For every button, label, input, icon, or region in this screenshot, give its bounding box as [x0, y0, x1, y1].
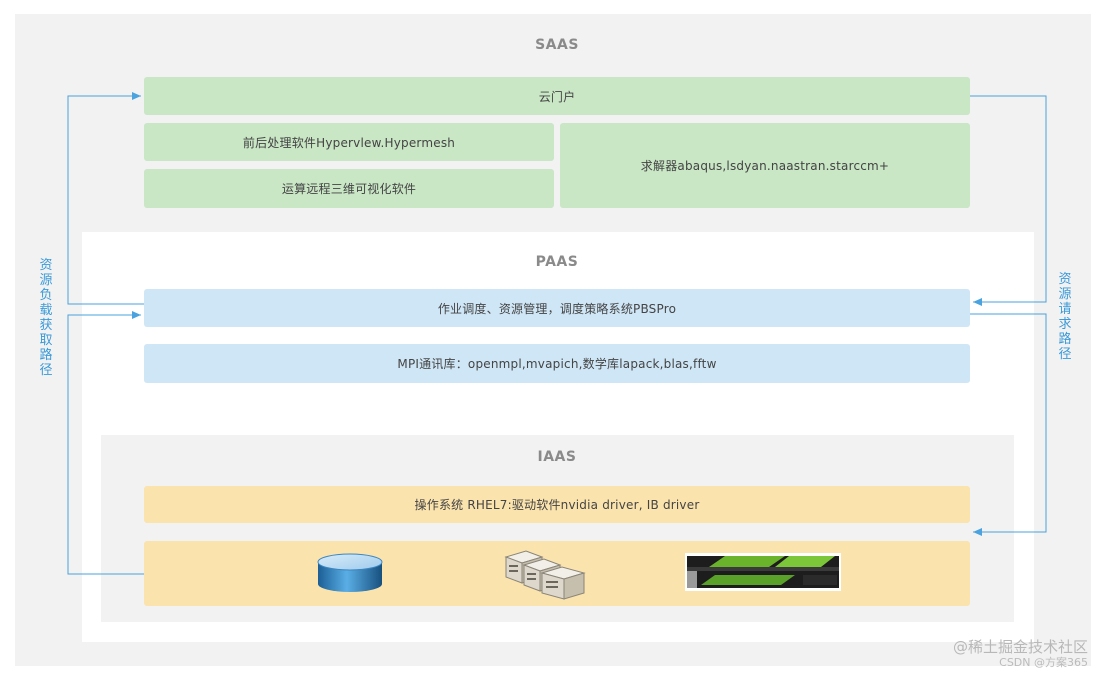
saas-title: SAAS [535, 37, 579, 53]
watermark-line1: @稀土掘金技术社区 [952, 638, 1088, 656]
solver-box: 求解器abaqus,lsdyan.naastran.starccm+ [560, 123, 970, 208]
right-arrow-lower [970, 313, 1047, 536]
gpu-card-icon [685, 553, 841, 591]
right-path-label: 资源请求路径 [1056, 272, 1074, 362]
remote-visualization-box: 运算远程三维可视化软件 [144, 169, 554, 208]
iaas-title: IAAS [537, 449, 577, 465]
server-cluster-icon [504, 550, 586, 600]
pre-post-processing-box: 前后处理软件Hypervlew.Hypermesh [144, 123, 554, 161]
left-path-label: 资源负载获取路径 [39, 258, 53, 378]
watermark-line2: CSDN @方案365 [999, 656, 1088, 669]
left-arrow-up [67, 92, 144, 305]
os-driver-box: 操作系统 RHEL7:驱动软件nvidia driver, IB driver [144, 486, 970, 523]
scheduler-box: 作业调度、资源管理，调度策略系统PBSPro [144, 289, 970, 327]
right-arrow-upper [970, 95, 1047, 306]
storage-disk-icon [317, 553, 383, 592]
cloud-portal-box: 云门户 [144, 77, 970, 115]
hardware-box [144, 541, 970, 606]
mpi-library-box: MPI通讯库：openmpl,mvapich,数学库lapack,blas,ff… [144, 344, 970, 383]
paas-title: PAAS [535, 254, 579, 270]
left-arrow-lower [67, 311, 144, 575]
